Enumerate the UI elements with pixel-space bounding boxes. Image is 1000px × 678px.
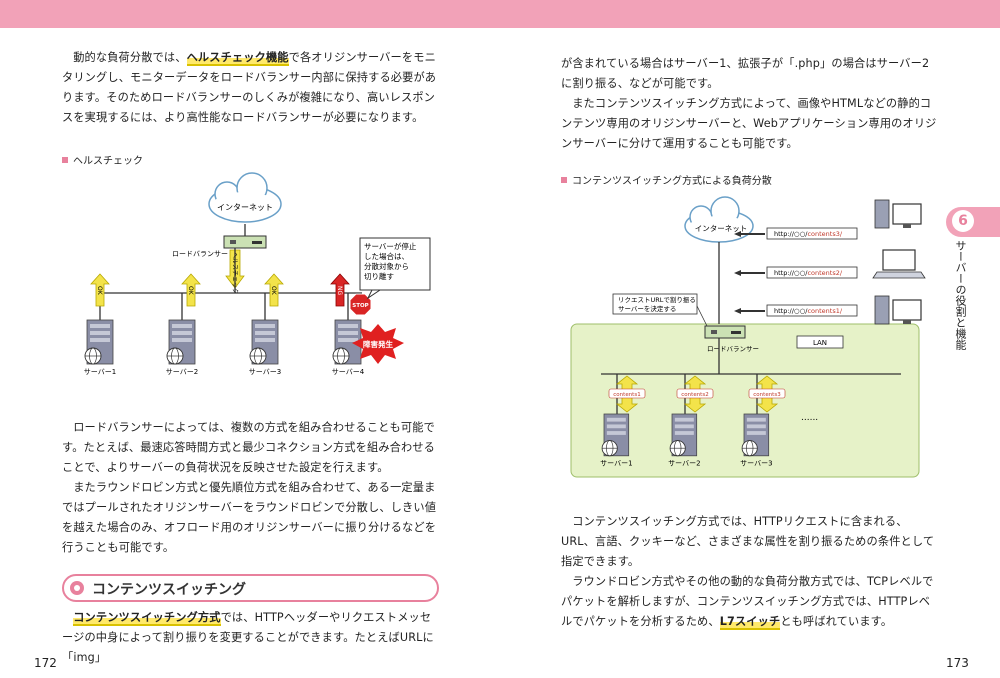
client-laptop-icon xyxy=(872,249,926,279)
right-paragraph-3: コンテンツスイッチング方式では、HTTPリクエストに含まれる、URL、言語、クッ… xyxy=(561,515,935,630)
server-icon-2-label: サーバー2 xyxy=(166,368,198,376)
left-paragraph-2: ロードバランサーによっては、複数の方式を組み合わせることも可能です。たとえば、最… xyxy=(62,421,437,554)
term-health-check: ヘルスチェック機能 xyxy=(186,51,289,66)
internet-cloud-icon xyxy=(208,172,282,223)
chapter-title: サーバーの役割と機能 xyxy=(954,240,967,350)
fig2-server-icon-2 xyxy=(669,413,698,457)
lan-label: LAN xyxy=(813,339,827,347)
svg-text:OK: OK xyxy=(187,286,194,296)
note-line-4: 切り離す xyxy=(364,271,394,281)
term-l7-switch: L7スイッチ xyxy=(719,615,781,630)
fig1-internet-label: インターネット xyxy=(217,203,273,212)
header-bar xyxy=(0,0,1000,28)
svg-text:contents1: contents1 xyxy=(613,392,640,398)
ok-arrow-3: OK xyxy=(264,273,284,307)
fig2-server-icon-3 xyxy=(741,413,770,457)
ok-arrow-1: OK xyxy=(90,273,110,307)
page-number-right: 173 xyxy=(946,656,969,670)
left-paragraph-1: 動的な負荷分散では、ヘルスチェック機能で各オリジンサーバーをモニタリングし、モニ… xyxy=(62,51,437,124)
svg-text:サーバーが停止 した場合は、 分散対: サーバーが停止 した場合は、 分散対象から 切り離す xyxy=(364,241,419,281)
figure-caption-health-check: ヘルスチェック xyxy=(62,152,143,167)
chapter-number: 6 xyxy=(952,210,974,232)
fig2-server-icon-1-label: サーバー1 xyxy=(600,459,632,467)
note-bubble: サーバーが停止 した場合は、 分散対象から 切り離す xyxy=(359,237,431,300)
figure-caption-content-switching: コンテンツスイッチング方式による負荷分散 xyxy=(561,172,772,187)
internet-cloud-icon-2 xyxy=(684,196,754,243)
fig2-lb-label: ロードバランサー xyxy=(707,345,759,353)
fig2-internet-label: インターネット xyxy=(695,224,748,233)
term-content-switching: コンテンツスイッチング方式 xyxy=(73,611,221,626)
section-bullet-icon xyxy=(70,581,84,595)
left-paragraph-4: コンテンツスイッチング方式では、HTTPヘッダーやリクエストメッセージの中身によ… xyxy=(62,611,434,664)
contents1-arrow: contents1 xyxy=(608,375,646,413)
right-paragraph-1: が含まれている場合はサーバー1、拡張子が「.php」の場合はサーバー2に割り振る… xyxy=(561,57,937,150)
fig2-note-line-1: リクエストURLで割り振る xyxy=(618,295,696,304)
fig1-lb-label: ロードバランサー xyxy=(172,250,228,258)
svg-text:障害発生: 障害発生 xyxy=(363,339,393,349)
client-pc-icon-2 xyxy=(874,295,922,325)
load-balancer-icon xyxy=(223,235,267,249)
contents2-arrow: contents2 xyxy=(676,375,714,413)
page-number-left: 172 xyxy=(34,656,57,670)
ok-arrow-2: OK xyxy=(181,273,201,307)
server-icon-3 xyxy=(249,319,279,365)
note-line-2: した場合は、 xyxy=(364,251,409,261)
svg-text:http://○○/contents2/: http://○○/contents2/ xyxy=(774,269,843,277)
svg-text:http://○○/contents1/: http://○○/contents1/ xyxy=(774,307,843,315)
svg-text:http://○○/contents3/: http://○○/contents3/ xyxy=(774,230,843,238)
contents3-arrow: contents3 xyxy=(748,375,786,413)
more-servers-dots: ...... xyxy=(801,413,818,423)
server-icon-1 xyxy=(84,319,114,365)
svg-text:OK: OK xyxy=(270,286,277,296)
server-icon-1-label: サーバー1 xyxy=(84,368,116,376)
url-request-3: http://○○/contents3/ xyxy=(734,227,858,240)
svg-text:NG: NG xyxy=(336,286,343,295)
svg-text:OK: OK xyxy=(96,286,103,296)
chapter-tab: 6 xyxy=(946,207,1000,237)
svg-text:リクエストURLで割り振る サーバーを決定する: リクエストURLで割り振る サーバーを決定する xyxy=(618,295,698,313)
fig2-note-line-2: サーバーを決定する xyxy=(618,304,676,313)
server-icon-3-label: サーバー3 xyxy=(249,368,281,376)
note-line-1: サーバーが停止 xyxy=(364,241,417,251)
fault-burst-icon: 障害発生 xyxy=(352,324,404,364)
client-pc-icon-1 xyxy=(874,199,922,229)
fig2-server-icon-3-label: サーバー3 xyxy=(740,459,772,467)
note-line-3: 分散対象から xyxy=(364,261,409,271)
content-switching-diagram: LAN インターネット http://○○/contents3/ http://… xyxy=(570,196,926,478)
svg-text:contents3: contents3 xyxy=(753,392,781,398)
svg-text:contents2: contents2 xyxy=(681,392,708,398)
fig2-server-icon-1 xyxy=(601,413,630,457)
url-request-2: http://○○/contents2/ xyxy=(734,266,858,279)
svg-text:STOP: STOP xyxy=(352,303,368,309)
section-heading-content-switching: コンテンツスイッチング xyxy=(62,574,439,602)
fig2-server-icon-2-label: サーバー2 xyxy=(668,459,700,467)
server-icon-2 xyxy=(166,319,196,365)
health-check-diagram: インターネット ロードバランサー ヘルスチェック OK OK OK NG STO… xyxy=(84,172,431,376)
stop-sign-icon: STOP xyxy=(349,293,372,316)
server-icon-4-label: サーバー4 xyxy=(332,368,365,376)
load-balancer-icon-2 xyxy=(704,325,746,339)
ng-arrow: NG xyxy=(330,273,350,307)
url-request-1: http://○○/contents1/ xyxy=(734,304,858,317)
